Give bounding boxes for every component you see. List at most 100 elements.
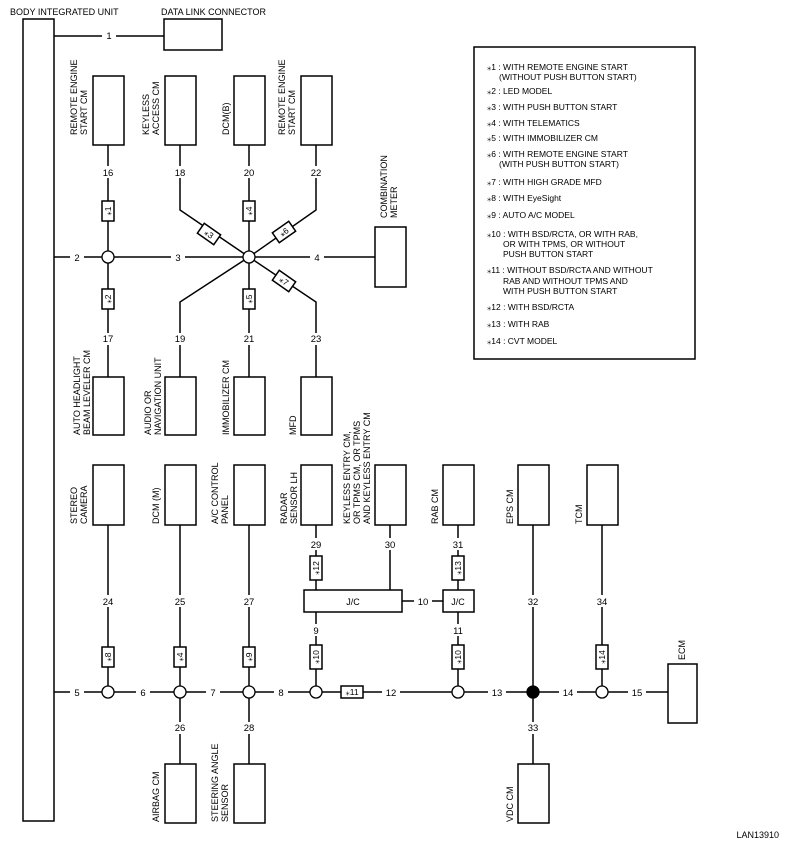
junction-connector-2-label: J/C: [451, 597, 465, 607]
line-number: 14: [563, 688, 574, 699]
splice-node: [242, 250, 256, 264]
rab-cm-label: RAB CM: [430, 489, 440, 524]
audio-navigation-label: AUDIO ORNAVIGATION UNIT: [143, 357, 163, 435]
line-number: 27: [244, 597, 255, 608]
body-integrated-unit-label: BODY INTEGRATED UNIT: [10, 7, 119, 17]
tag-4b: ⁎4: [175, 652, 185, 661]
airbag-cm-label: AIRBAG CM: [151, 771, 161, 822]
legend-line: ⁎1 : WITH REMOTE ENGINE START: [487, 62, 628, 72]
tag-13: ⁎13: [453, 561, 463, 575]
line-number: 34: [597, 597, 608, 608]
tcm-box: [586, 464, 619, 526]
line-number: 31: [453, 540, 464, 551]
splice-node: [595, 685, 609, 699]
legend-line: ⁎14 : CVT MODEL: [487, 336, 557, 346]
tag-11: ⁎11: [345, 687, 358, 697]
junction-connector-1-label: J/C: [346, 597, 360, 607]
line-number: 8: [278, 688, 283, 699]
legend-line: ⁎11 : WITHOUT BSD/RCTA AND WITHOUT: [487, 265, 653, 275]
splice-node: [451, 685, 465, 699]
keyless-entry-cm-box: [374, 464, 407, 526]
line-number: 32: [528, 597, 539, 608]
legend: ⁎1 : WITH REMOTE ENGINE START (WITHOUT P…: [487, 62, 653, 346]
airbag-cm-box: [164, 763, 197, 824]
line-number: 22: [311, 168, 322, 179]
line-number: 16: [103, 168, 114, 179]
legend-line: ⁎13 : WITH RAB: [487, 319, 550, 329]
line-number: 3: [175, 253, 180, 264]
line-number: 19: [175, 334, 186, 345]
line-number: 4: [314, 253, 319, 264]
tag-1: ⁎1: [103, 206, 113, 215]
vdc-cm-box: [517, 763, 550, 824]
ecm-label: ECM: [677, 640, 687, 660]
line-number: 7: [210, 688, 215, 699]
legend-line: ⁎12 : WITH BSD/RCTA: [487, 302, 575, 312]
condition-tags: ⁎1 ⁎2 ⁎4 ⁎5 ⁎3 ⁎6 ⁎7 ⁎8 ⁎4 ⁎9 ⁎10 ⁎10 ⁎1…: [101, 200, 609, 699]
legend-line: ⁎5 : WITH IMMOBILIZER CM: [487, 133, 598, 143]
unit-labels: BODY INTEGRATED UNIT DATA LINK CONNECTOR…: [10, 7, 687, 822]
legend-line: (WITH PUSH BUTTON START): [499, 159, 619, 169]
radar-sensor-lh-box: [300, 464, 333, 526]
dcm-b-box: [233, 75, 266, 146]
keyless-entry-cm-label: KEYLESS ENTRY CM,OR TPMS CM, OR TPMSAND …: [342, 412, 372, 524]
line-number: 17: [103, 334, 114, 345]
auto-headlight-label: AUTO HEADLIGHTBEAM LEVELER CM: [72, 350, 92, 435]
line-number: 30: [385, 540, 396, 551]
line-number: 18: [175, 168, 186, 179]
rab-cm-box: [442, 464, 475, 526]
legend-line: PUSH BUTTON START: [503, 249, 593, 259]
tag-5: ⁎5: [244, 294, 254, 303]
line-number: 28: [244, 723, 255, 734]
line-number: 26: [175, 723, 186, 734]
eps-cm-label: EPS CM: [505, 489, 515, 524]
line-number: 12: [386, 688, 397, 699]
tag-9: ⁎9: [244, 652, 254, 661]
combination-meter-box: [374, 226, 407, 288]
legend-line: ⁎10 : WITH BSD/RCTA, OR WITH RAB,: [487, 229, 638, 239]
joint-node-filled: [526, 685, 540, 699]
legend-line: WITH PUSH BUTTON START: [503, 286, 617, 296]
component-boxes: [22, 18, 698, 824]
line-number: 2: [74, 253, 79, 264]
stereo-camera-label: STEREOCAMERA: [69, 485, 89, 524]
legend-line: RAB AND WITHOUT TPMS AND: [503, 276, 628, 286]
line-number: 9: [313, 626, 318, 637]
keyless-access-cm-box: [164, 75, 197, 146]
splice-nodes: [101, 250, 609, 699]
line-number: 6: [140, 688, 145, 699]
legend-line: ⁎3 : WITH PUSH BUTTON START: [487, 102, 617, 112]
mfd-label: MFD: [288, 415, 298, 435]
remote-engine-start-cm-1-box: [92, 75, 125, 146]
line-numbers: 1 2 3 4 16 18 20 22 17 19 21 23 5 6 7 8 …: [70, 30, 646, 734]
legend-line: ⁎2 : LED MODEL: [487, 86, 552, 96]
line-number: 24: [103, 597, 114, 608]
line-number: 13: [492, 688, 503, 699]
combination-meter-label: COMBINATIONMETER: [379, 155, 399, 218]
auto-headlight-box: [92, 376, 125, 436]
junction-connector-1-box: [303, 589, 403, 613]
splice-node: [242, 685, 256, 699]
remote-engine-start-cm-1-label: REMOTE ENGINESTART CM: [69, 59, 89, 135]
line-number: 11: [453, 626, 463, 637]
stereo-camera-box: [92, 464, 125, 526]
tag-2: ⁎2: [103, 294, 113, 303]
line-number: 15: [632, 688, 643, 699]
keyless-access-cm-label: KEYLESSACCESS CM: [141, 81, 161, 135]
line-number: 10: [418, 597, 429, 608]
radar-sensor-lh-label: RADARSENSOR LH: [279, 472, 299, 524]
tag-10a: ⁎10: [311, 650, 321, 664]
tag-8: ⁎8: [103, 652, 113, 661]
line-number: 25: [175, 597, 186, 608]
line-number: 5: [74, 688, 79, 699]
audio-navigation-box: [164, 376, 197, 436]
legend-line: ⁎6 : WITH REMOTE ENGINE START: [487, 149, 628, 159]
data-link-connector-label: DATA LINK CONNECTOR: [161, 7, 267, 17]
tag-14: ⁎14: [597, 650, 607, 664]
tag-4: ⁎4: [244, 206, 254, 215]
data-link-connector-box: [163, 18, 223, 51]
ac-control-panel-label: A/C CONTROLPANEL: [210, 462, 230, 524]
line-number: 21: [244, 334, 255, 345]
tag-12: ⁎12: [311, 561, 321, 575]
